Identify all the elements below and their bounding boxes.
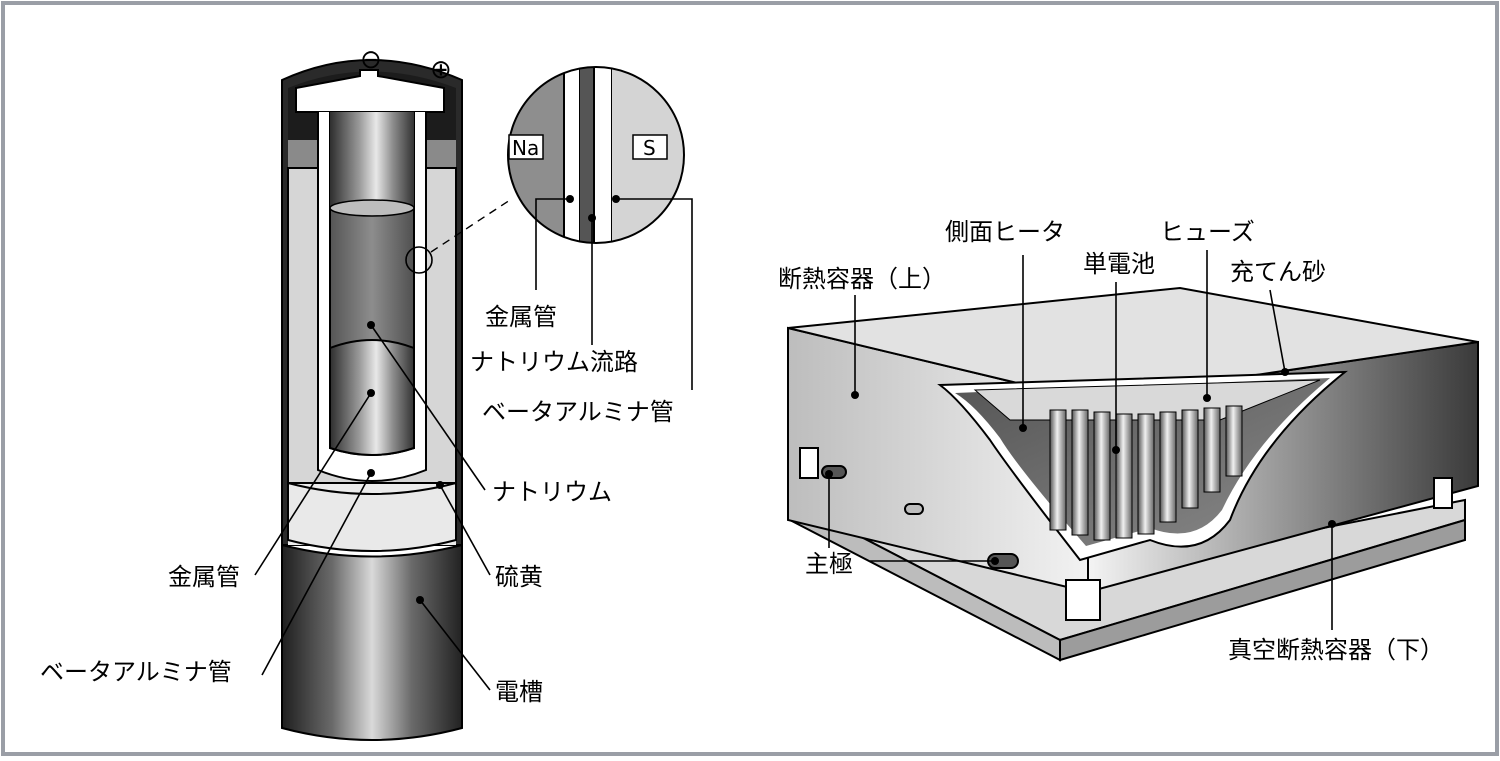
upper-box-top bbox=[787, 286, 1479, 402]
inset-sodium-path bbox=[580, 67, 594, 243]
label-cell-case: 電槽 bbox=[495, 678, 543, 706]
lower-band bbox=[287, 481, 457, 552]
label-metal-tube-inset: 金属管 bbox=[485, 303, 557, 331]
leader-sodium bbox=[370, 324, 486, 491]
inset-sulfur-area bbox=[612, 67, 684, 243]
sodium-reservoir-top bbox=[330, 112, 414, 208]
label-metal-tube: 金属管 bbox=[168, 563, 240, 591]
inner-metal-tube bbox=[329, 339, 415, 456]
inset-s-label: S bbox=[643, 136, 656, 160]
cell-cross-section: ⊖ ⊕ bbox=[281, 45, 511, 741]
label-sodium-flow-path: ナトリウム流路 bbox=[470, 348, 638, 376]
cell-case bbox=[281, 543, 463, 741]
label-fuse: ヒューズ bbox=[1160, 218, 1255, 246]
inset-border bbox=[507, 66, 685, 244]
magnify-spot bbox=[405, 246, 433, 274]
leader-beta-alumina bbox=[261, 472, 372, 676]
sodium-level bbox=[329, 199, 415, 217]
cell-labels: 金属管 ナトリウム流路 ベータアルミナ管 ナトリウム 金属管 硫黄 ベータアルミ… bbox=[40, 303, 674, 706]
foot-left bbox=[799, 447, 819, 479]
module-assembly bbox=[787, 286, 1479, 662]
leader-metal-tube-inset bbox=[535, 198, 570, 290]
leader-cell-case bbox=[419, 599, 491, 691]
leader-beta-alumina-inset bbox=[616, 198, 693, 390]
cell-array bbox=[1049, 405, 1243, 541]
inset-na-box bbox=[508, 134, 544, 160]
negative-terminal: ⊖ bbox=[360, 45, 382, 75]
lower-container-side-right bbox=[1059, 518, 1466, 662]
label-sulfur: 硫黄 bbox=[495, 563, 543, 591]
label-filler-sand: 充てん砂 bbox=[1230, 258, 1326, 286]
label-insulated-container-upper: 断熱容器（上） bbox=[778, 265, 946, 293]
label-main-terminal: 主極 bbox=[805, 550, 853, 578]
inset-na-label: Na bbox=[512, 136, 539, 160]
inset-metal-tube bbox=[563, 67, 581, 243]
inset-beta-alumina bbox=[593, 67, 613, 243]
foot-right bbox=[1433, 477, 1453, 509]
foot-front bbox=[1065, 579, 1101, 621]
magnify-leader bbox=[430, 199, 511, 253]
label-vacuum-insulated-container-lower: 真空断熱容器（下） bbox=[1228, 636, 1444, 664]
cell-inset-detail: Na S bbox=[507, 66, 693, 390]
module-labels: 断熱容器（上） 側面ヒータ ヒューズ 単電池 充てん砂 主極 真空断熱容器（下） bbox=[778, 218, 1444, 664]
label-beta-alumina-inset: ベータアルミナ管 bbox=[482, 398, 674, 426]
label-beta-alumina: ベータアルミナ管 bbox=[40, 658, 232, 686]
main-terminal-connector-2 bbox=[904, 503, 924, 515]
label-side-heater: 側面ヒータ bbox=[945, 218, 1065, 246]
label-single-cell: 単電池 bbox=[1083, 250, 1155, 278]
positive-terminal: ⊕ bbox=[430, 55, 452, 85]
label-sodium: ナトリウム bbox=[492, 478, 612, 506]
leader-metal-tube bbox=[254, 392, 372, 576]
leader-sulfur bbox=[439, 484, 491, 576]
leader-filler-sand bbox=[1269, 289, 1286, 373]
inset-s-box bbox=[632, 134, 668, 160]
